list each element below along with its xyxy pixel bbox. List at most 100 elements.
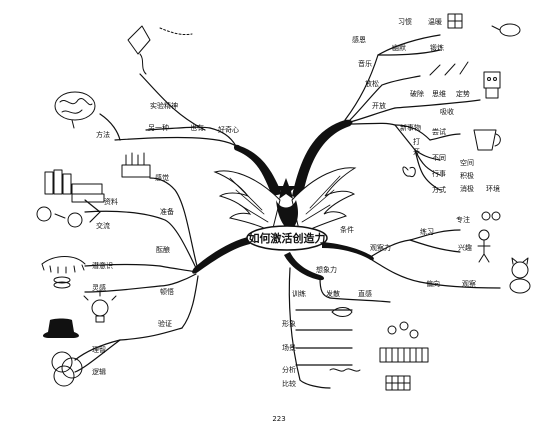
label-subconscious: 潜意识 [92,261,113,270]
label-humor: 幽默 [392,43,406,52]
label-relax: 放松 [365,79,379,88]
label-also: 也有 [190,123,204,132]
label-focus: 专注 [456,215,470,224]
binoculars-icon [481,211,501,221]
label-reason: 理智 [92,345,106,354]
label-open-a: 打 [413,137,420,146]
fish-icon [331,307,353,317]
light-bulb-icon [83,289,117,323]
label-act: 行事 [432,169,446,178]
books-icon [44,169,105,203]
label-imagination: 想象力 [316,265,337,274]
kite-icon [127,25,193,75]
branch-bottom [284,252,325,281]
label-image: 形象 [282,319,296,328]
cat-icon [509,257,531,294]
branch-top-left [233,144,282,196]
label-space: 空间 [460,158,474,167]
label-compare: 比较 [282,379,296,388]
doodles [36,13,531,391]
label-logic: 逻辑 [92,367,106,376]
left-wing-icon [213,170,281,233]
label-try: 尝试 [432,127,446,136]
label-divergent: 发散 [326,289,340,298]
labels-bottom: 想象力 训练 发散 直感 形象 场景 分析 比较 [282,265,372,388]
main-branches [192,119,374,281]
label-curiosity: 好奇心 [218,125,239,134]
emblem-knot [276,200,298,232]
branch-right [322,242,374,261]
star-icon [275,178,297,199]
label-environment: 环境 [486,184,500,193]
page-number: 223 [272,415,285,423]
keyboard-icon [379,347,429,363]
label-another: 另一种 [148,123,169,132]
label-open-b: 开 [413,148,420,156]
central-emblem: 如何激活创造力 [213,167,357,251]
branch-left [192,236,252,274]
label-observation-power: 观察力 [370,243,391,252]
label-negative: 消极 [460,184,474,193]
labels-left: 感觉 准备 资料 交流 酝酿 潜意识 顿悟 灵感 验证 理智 逻辑 [92,173,174,376]
label-prepare: 准备 [160,207,174,216]
label-analysis: 分析 [282,365,296,374]
label-tendency: 偏向 [426,279,440,288]
label-thinking: 思维 [432,89,446,98]
brain-icon [54,91,96,129]
label-positive: 积极 [460,171,474,180]
butterfly-icon [402,166,416,178]
venn-circles-icon [51,351,83,387]
label-feeling: 感觉 [155,173,169,182]
labels-top-right: 感恩 习惯 温暖 幽默 锻炼 音乐 放松 开放 破除 思维 定势 新事物 吸收 … [352,17,500,194]
label-epiphany: 顿悟 [160,287,174,296]
label-brewing: 酝酿 [156,245,170,254]
music-notes-icon [429,61,469,76]
label-warm: 温暖 [428,17,442,26]
label-exercise: 锻炼 [430,43,444,52]
thin-lines [74,34,501,389]
label-new-things: 新事物 [400,123,421,132]
center-node-outline [246,225,328,251]
label-gratitude: 感恩 [352,35,366,44]
label-verify: 验证 [158,319,172,328]
hat-icon [43,318,79,338]
label-habit: 习惯 [398,17,412,26]
label-materials: 资料 [104,197,118,206]
label-inspiration: 灵感 [92,283,106,292]
label-break: 破除 [410,89,424,98]
stack-icon [53,276,71,289]
labels-right: 条件 观察力 练习 专注 兴趣 偏向 观察 [340,215,476,288]
center-title: 如何激活创造力 [249,231,326,245]
label-experiment-spirit: 实验精神 [150,101,178,110]
branch-top-right [292,119,353,200]
label-interest: 兴趣 [458,243,472,252]
label-set: 定势 [456,89,470,98]
label-exchange: 交流 [96,221,110,230]
label-music: 音乐 [358,59,372,68]
label-way: 方式 [432,185,446,194]
cake-icon [121,152,151,178]
people-talking-icon [36,206,83,228]
bird-icon [491,23,521,37]
gift-icon [447,13,463,29]
label-absorb: 吸收 [440,107,454,116]
label-open: 开放 [372,101,386,110]
person-icon [477,229,491,263]
eye-icon [41,256,86,274]
label-intuition: 直感 [358,289,372,298]
label-condition: 条件 [340,225,354,234]
label-method: 方法 [96,130,110,139]
label-practice: 练习 [420,227,434,236]
robot-icon [483,71,501,99]
label-training: 训练 [292,289,306,298]
right-wing-icon [291,167,357,235]
waves-icon [329,368,361,372]
grid-board-icon [385,375,411,391]
labels-top-left: 方法 另一种 也有 好奇心 实验精神 [96,101,239,139]
flowers-icon [387,321,419,339]
label-scene: 场景 [282,343,296,352]
label-observe: 观察 [462,279,476,288]
cup-icon [473,129,501,151]
